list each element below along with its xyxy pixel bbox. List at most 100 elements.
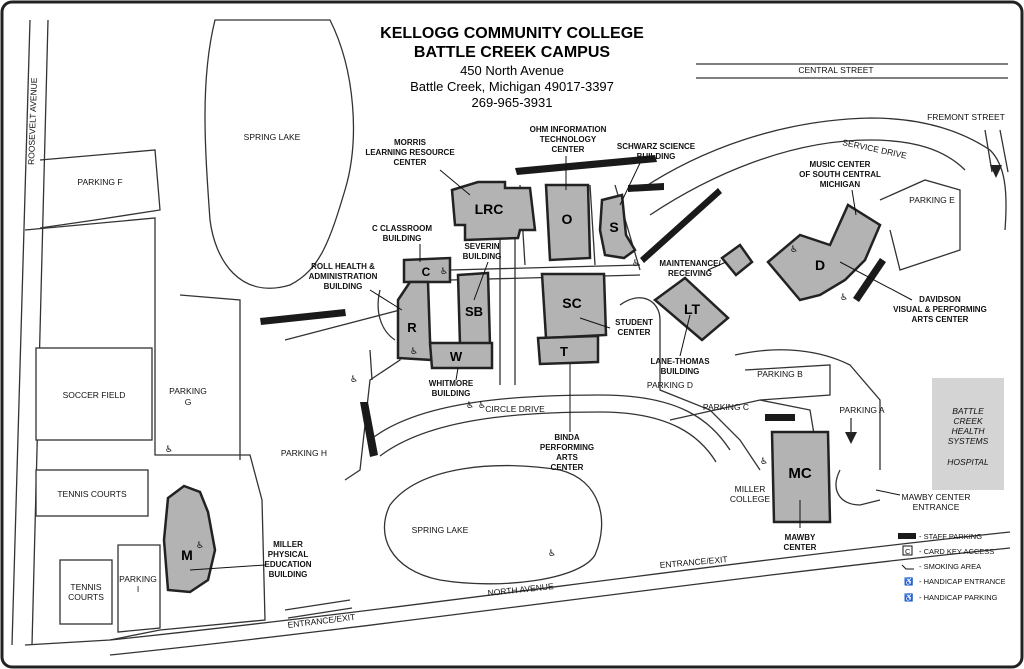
parking-a: PARKING A	[839, 405, 885, 415]
lake-south: SPRING LAKE	[412, 525, 469, 535]
svg-text:PERFORMING: PERFORMING	[540, 443, 594, 452]
building-m[interactable]	[162, 484, 217, 594]
code-m: M	[181, 547, 193, 563]
street-roosevelt: ROOSEVELT AVENUE	[26, 77, 39, 165]
building-lt[interactable]	[652, 276, 730, 342]
label-mawby-entrance: MAWBY CENTER ENTRANCE	[902, 492, 971, 512]
building-maintenance[interactable]	[720, 243, 754, 277]
svg-text:LANE-THOMAS: LANE-THOMAS	[650, 357, 710, 366]
handicap-icon: ♿	[478, 401, 486, 411]
parking-g-l1: PARKING	[169, 386, 207, 396]
code-c: C	[422, 265, 431, 279]
handicap-icon: ♿	[440, 267, 448, 277]
building-w[interactable]	[428, 341, 494, 370]
legend-card-swatch	[902, 545, 913, 556]
lake-north: SPRING LAKE	[244, 132, 301, 142]
parking-h: PARKING H	[281, 448, 327, 458]
building-c[interactable]	[402, 256, 452, 284]
label-s: SCHWARZ SCIENCE BUILDING	[617, 142, 696, 161]
label-maintenance: MAINTENANCE/ RECEIVING	[659, 259, 721, 278]
svg-text:TECHNOLOGY: TECHNOLOGY	[540, 135, 597, 144]
label-lrc: MORRIS LEARNING RESOURCE CENTER	[365, 138, 455, 167]
svg-text:BUILDING: BUILDING	[637, 152, 676, 161]
label-lt: LANE-THOMAS BUILDING	[650, 357, 710, 376]
code-t: T	[560, 344, 568, 359]
label-o: OHM INFORMATION TECHNOLOGY CENTER	[530, 125, 607, 154]
soccer-label: SOCCER FIELD	[63, 390, 126, 400]
svg-text:HOSPITAL: HOSPITAL	[947, 457, 989, 467]
handicap-icon: ♿	[165, 445, 173, 455]
label-mc: MAWBY CENTER MILLER COLLEGE	[730, 484, 817, 552]
smoking-icon	[901, 564, 914, 570]
svg-text:CREEK: CREEK	[953, 416, 983, 426]
svg-text:LEARNING RESOURCE: LEARNING RESOURCE	[365, 148, 455, 157]
svg-text:BINDA: BINDA	[554, 433, 580, 442]
label-sc: STUDENT CENTER	[615, 318, 653, 337]
tennis2-label-l2: COURTS	[68, 592, 104, 602]
svg-text:OHM INFORMATION: OHM INFORMATION	[530, 125, 607, 134]
code-lrc: LRC	[475, 201, 504, 217]
svg-text:BUILDING: BUILDING	[269, 570, 308, 579]
svg-text:CENTER: CENTER	[618, 328, 651, 337]
svg-text:RECEIVING: RECEIVING	[668, 269, 712, 278]
title-line1: KELLOGG COMMUNITY COLLEGE	[380, 25, 644, 42]
building-sc[interactable]	[540, 272, 608, 340]
building-o[interactable]	[544, 183, 592, 262]
code-sc: SC	[562, 295, 581, 311]
code-w: W	[450, 349, 463, 364]
handicap-icon: ♿	[632, 259, 640, 269]
svg-text:SEVERIN: SEVERIN	[464, 242, 499, 251]
handicap-parking-icon: ♿	[904, 593, 913, 602]
handicap-icon: ♿	[760, 457, 768, 467]
street-circle-drive: CIRCLE DRIVE	[485, 404, 545, 414]
label-d: MUSIC CENTER OF SOUTH CENTRAL MICHIGAN D…	[799, 160, 987, 324]
svg-text:MICHIGAN: MICHIGAN	[820, 180, 861, 189]
hospital-block	[932, 378, 1004, 490]
handicap-icon: ♿	[196, 541, 204, 551]
parking-d: PARKING D	[647, 380, 693, 390]
building-mc[interactable]	[770, 430, 832, 524]
parking-c: PARKING C	[703, 402, 749, 412]
label-r: ROLL HEALTH & ADMINISTRATION BUILDING	[309, 262, 378, 291]
svg-text:BATTLE: BATTLE	[952, 406, 984, 416]
parking-b: PARKING B	[757, 369, 803, 379]
label-w: WHITMORE BUILDING	[429, 379, 474, 398]
handicap-icon: ♿	[548, 549, 556, 559]
tennis-courts-2	[59, 559, 113, 625]
svg-text:BUILDING: BUILDING	[383, 234, 422, 243]
svg-text:COLLEGE: COLLEGE	[730, 494, 770, 504]
street-fremont: FREMONT STREET	[927, 112, 1005, 122]
handicap-icon: ♿	[410, 347, 418, 357]
code-r: R	[407, 320, 417, 335]
svg-text:SYSTEMS: SYSTEMS	[948, 436, 989, 446]
building-s[interactable]	[598, 193, 637, 260]
svg-text:BUILDING: BUILDING	[463, 252, 502, 261]
handicap-entrance-icon: ♿	[904, 577, 913, 586]
svg-text:ADMINISTRATION: ADMINISTRATION	[309, 272, 378, 281]
building-r[interactable]	[396, 280, 434, 362]
code-sb: SB	[465, 304, 483, 319]
legend-card-symbol: C	[905, 547, 911, 556]
svg-text:BUILDING: BUILDING	[432, 389, 471, 398]
legend-staff: - STAFF PARKING	[919, 532, 982, 541]
svg-text:HEALTH: HEALTH	[952, 426, 986, 436]
svg-text:BUILDING: BUILDING	[324, 282, 363, 291]
building-t[interactable]	[536, 334, 600, 366]
street-central: CENTRAL STREET	[798, 65, 873, 75]
svg-text:MAINTENANCE/: MAINTENANCE/	[659, 259, 721, 268]
phone: 269-965-3931	[472, 95, 553, 110]
code-o: O	[562, 211, 573, 227]
handicap-icon: ♿	[350, 375, 358, 385]
building-lrc[interactable]	[450, 180, 537, 242]
handicap-icon: ♿	[790, 245, 798, 255]
legend-hc-parking: - HANDICAP PARKING	[919, 593, 998, 602]
tennis1-label: TENNIS COURTS	[57, 489, 127, 499]
svg-text:PHYSICAL: PHYSICAL	[268, 550, 309, 559]
label-t: BINDA PERFORMING ARTS CENTER	[540, 433, 594, 472]
parking-e: PARKING E	[909, 195, 955, 205]
code-s: S	[609, 219, 618, 235]
building-d[interactable]	[766, 203, 882, 302]
svg-text:EDUCATION: EDUCATION	[265, 560, 312, 569]
